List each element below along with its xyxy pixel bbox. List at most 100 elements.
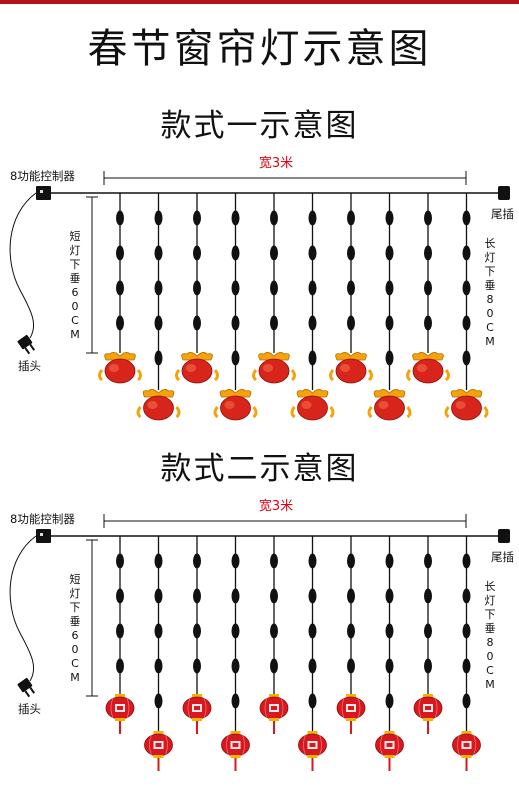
led-bulb-icon <box>462 693 471 709</box>
led-bulb-icon <box>270 658 278 674</box>
led-bulb-icon <box>308 245 317 261</box>
bag-highlight-icon <box>417 364 427 372</box>
fu-bag-icon <box>175 352 219 384</box>
lantern-cap-icon <box>307 731 318 735</box>
long-drop-label: 0 <box>487 307 494 320</box>
long-drop-label: 下 <box>485 608 496 621</box>
short-drop-label: 6 <box>72 286 79 299</box>
lantern-rib-icon <box>187 697 207 719</box>
fu-mark-icon <box>155 743 162 747</box>
led-bulb-icon <box>116 588 124 604</box>
led-bulb-icon <box>116 553 124 569</box>
short-drop-label: 垂 <box>70 272 81 285</box>
led-bulb-icon <box>308 658 317 674</box>
bag-top-icon <box>219 389 252 398</box>
bag-ribbon-icon <box>136 406 181 419</box>
lantern-base-icon <box>153 755 164 758</box>
bag-top-icon <box>104 352 136 361</box>
main-title: 春节窗帘灯示意图 <box>87 26 432 72</box>
fu-mark-icon <box>271 706 277 710</box>
tail-plug-label: 尾插 <box>491 550 514 564</box>
bag-ribbon-icon <box>329 369 373 382</box>
short-strand <box>329 193 373 384</box>
led-bulb-icon <box>308 210 317 226</box>
lantern-cap-icon <box>423 694 433 698</box>
led-bulb-icon <box>154 210 163 226</box>
lantern-rib-icon <box>264 697 284 719</box>
led-bulb-icon <box>193 553 201 569</box>
plug-prong-icon <box>24 347 31 355</box>
long-drop-label: 8 <box>487 293 494 306</box>
controller-label: 8功能控制器 <box>10 512 75 526</box>
plug-label: 插头 <box>18 702 41 716</box>
lantern-rib-icon <box>457 734 476 756</box>
led-bulb-icon <box>116 658 124 674</box>
bag-ribbon-icon <box>444 406 489 419</box>
led-bulb-icon <box>385 245 394 261</box>
lantern-cap-icon <box>384 731 395 735</box>
lantern-icon <box>298 731 327 771</box>
bag-top-icon <box>296 389 329 398</box>
bag-top-icon <box>450 389 483 398</box>
long-drop-label: 垂 <box>485 622 496 635</box>
led-bulb-icon <box>308 315 317 331</box>
long-strand <box>444 193 489 421</box>
led-bulb-icon <box>424 658 432 674</box>
top-accent-bar <box>0 0 519 4</box>
fu-mark-icon <box>117 706 123 710</box>
lantern-rib-icon <box>418 697 438 719</box>
long-drop-label: 下 <box>485 265 496 278</box>
bag-ribbon-icon <box>367 406 412 419</box>
fu-bag-icon <box>98 352 142 384</box>
bag-body-icon <box>335 358 367 384</box>
lantern-base-icon <box>192 718 202 721</box>
led-bulb-icon <box>347 588 355 604</box>
led-bulb-icon <box>462 553 471 569</box>
led-bulb-icon <box>347 623 355 639</box>
bag-body-icon <box>412 358 444 384</box>
short-strand <box>413 536 443 734</box>
short-strand <box>406 193 450 384</box>
led-bulb-icon <box>347 553 355 569</box>
lantern-icon <box>182 694 212 734</box>
long-drop-label: M <box>485 335 495 348</box>
lantern-cap-icon <box>461 731 472 735</box>
lantern-base-icon <box>307 755 318 758</box>
fu-bag-icon <box>252 352 296 384</box>
bag-body-icon <box>258 358 290 384</box>
led-bulb-icon <box>424 315 432 331</box>
plug-body-icon <box>17 677 33 693</box>
lantern-icon <box>452 731 481 771</box>
bag-body-icon <box>104 358 136 384</box>
long-strand <box>213 193 258 421</box>
plug-prong-icon <box>24 690 31 698</box>
led-bulb-icon <box>154 245 163 261</box>
short-drop-label: 灯 <box>70 244 81 257</box>
long-drop-label: C <box>486 664 494 677</box>
plug-body-icon <box>17 334 33 350</box>
long-drop-label: 灯 <box>485 251 496 264</box>
short-strand <box>105 536 135 734</box>
bag-body-icon <box>220 395 251 421</box>
plug-prong-icon <box>29 686 36 694</box>
tail-plug-icon <box>498 186 510 200</box>
short-drop-label: 短 <box>70 572 81 586</box>
led-bulb-icon <box>308 280 317 296</box>
led-bulb-icon <box>385 693 394 709</box>
plug-prong-icon <box>29 343 36 351</box>
bag-ribbon-icon <box>213 406 258 419</box>
fu-mark-icon <box>463 743 470 747</box>
lantern-base-icon <box>115 718 125 721</box>
led-bulb-icon <box>193 210 201 226</box>
long-strand <box>375 536 404 771</box>
led-bulb-icon <box>193 623 201 639</box>
led-bulb-icon <box>462 245 471 261</box>
fu-bag-icon <box>444 389 489 421</box>
short-drop-label: M <box>70 328 80 341</box>
long-strand <box>452 536 481 771</box>
led-bulb-icon <box>193 315 201 331</box>
lantern-base-icon <box>269 718 279 721</box>
fu-bag-icon <box>213 389 258 421</box>
